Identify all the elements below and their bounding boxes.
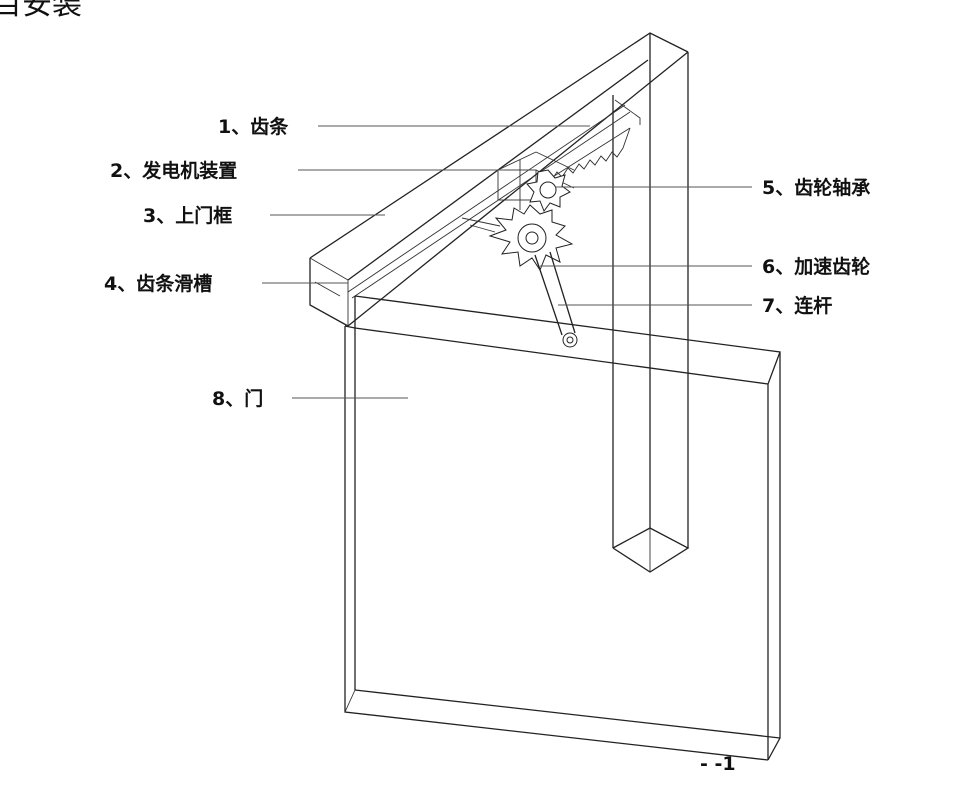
label-rack-slot: 4、齿条滑槽 [104,272,212,295]
label-rack: 1、齿条 [218,115,289,138]
upper-frame-beam [309,32,689,327]
label-upper-frame: 3、上门框 [143,204,232,227]
label-speed-gear: 6、加速齿轮 [762,255,870,278]
door-panel [344,295,781,761]
rack-teeth [539,127,631,186]
leader-lines [262,125,752,399]
label-generator: 2、发电机装置 [110,159,237,182]
bottom-fragment: - -1 [700,753,736,775]
label-link-rod: 7、连杆 [762,294,832,317]
speed-gear [461,204,574,272]
rack-slot [347,99,641,299]
label-gear-bearing: 5、齿轮轴承 [762,176,870,199]
gear-bearing [526,169,571,213]
vertical-post [612,33,690,573]
top-partial-heading: 目安装 [0,0,82,22]
label-door: 8、门 [212,387,263,410]
